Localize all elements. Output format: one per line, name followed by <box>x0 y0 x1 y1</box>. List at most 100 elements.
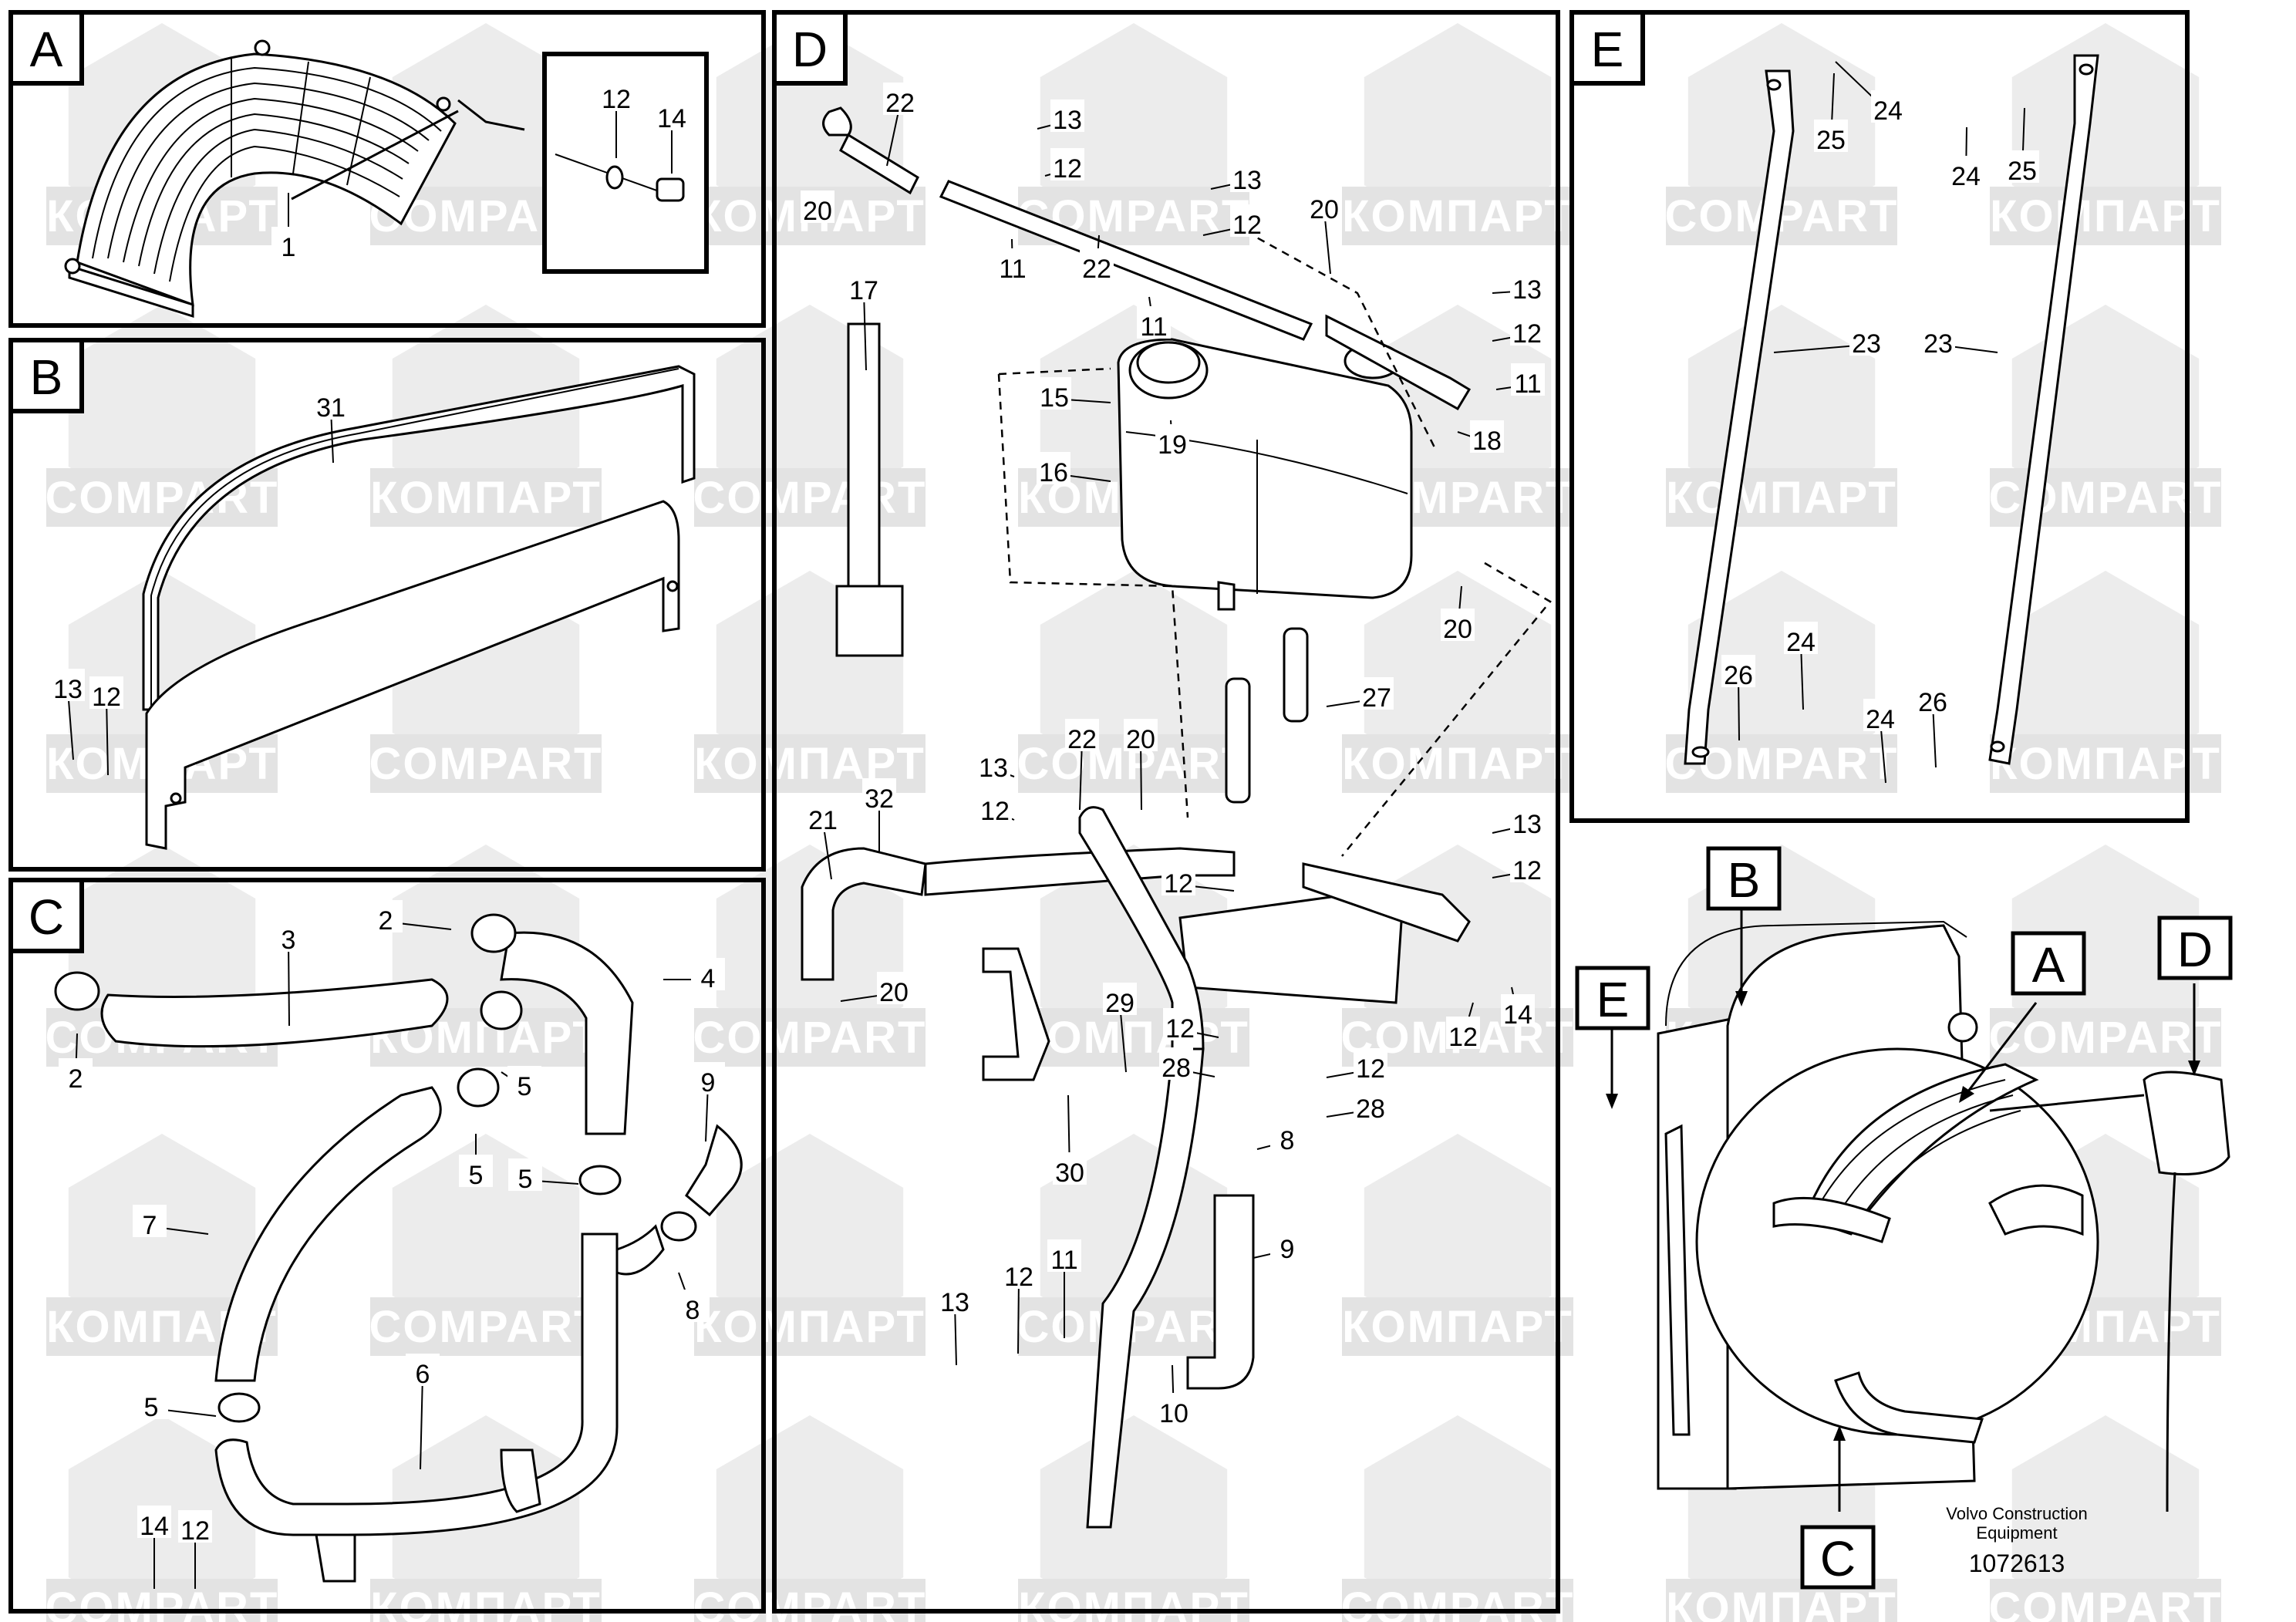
part-number-d: 13 <box>1512 275 1542 305</box>
overview-callout-d: D <box>2157 916 2233 980</box>
watermark-band <box>1990 1579 2221 1622</box>
part-number-bg <box>801 191 834 223</box>
watermark-hexagon <box>68 305 256 521</box>
part-number-c: 14 <box>140 1512 169 1541</box>
part-number-bg <box>508 1158 542 1191</box>
part-number-d: 12 <box>1164 869 1193 899</box>
watermark-band <box>1990 734 2221 793</box>
part-number-d: 22 <box>885 89 915 118</box>
part-number-bg <box>1510 804 1544 836</box>
part-number-bg <box>1921 323 1955 356</box>
part-number-bg <box>1721 655 1755 687</box>
watermark-text: COMPART <box>1341 1583 1575 1622</box>
section-label-b: B <box>8 338 84 413</box>
part-number-bg <box>133 1205 167 1237</box>
watermark-hexagon <box>1040 1415 1228 1622</box>
part-number-b: 31 <box>316 393 346 423</box>
watermark-text: КОМПАРТ <box>1666 1583 1897 1622</box>
watermark-text: КОМПАРТ <box>1990 191 2221 241</box>
part-number-bg <box>1511 363 1545 396</box>
svg-text:B: B <box>30 349 63 405</box>
part-number-bg <box>314 387 348 420</box>
watermark-band <box>1990 1008 2221 1067</box>
watermark-text: COMPART <box>693 473 927 523</box>
leader-line <box>67 690 74 760</box>
part-number-c: 8 <box>686 1296 700 1325</box>
part-number-d: 15 <box>1040 383 1069 413</box>
part-number-bg <box>1124 719 1158 751</box>
part-number-c: 3 <box>282 926 296 955</box>
part-number-bg <box>1784 622 1818 654</box>
part-number-d: 11 <box>999 255 1026 284</box>
watermark-band <box>694 1008 925 1067</box>
part-number-bg <box>178 1510 212 1543</box>
leader-dashed <box>998 367 1111 376</box>
part-number-bg <box>1949 156 1983 188</box>
watermark-text: COMPART <box>1989 1583 2223 1622</box>
part-number-bg <box>976 747 1010 780</box>
part-number-d: 10 <box>1159 1399 1188 1428</box>
part-number-e: 26 <box>1724 661 1753 690</box>
part-number-bg <box>1441 609 1475 641</box>
panel-d-frame <box>772 10 1560 1614</box>
svg-text:C: C <box>1820 1531 1856 1587</box>
part-number-c: 2 <box>69 1064 83 1094</box>
part-number-bg <box>1470 420 1504 453</box>
part-number-bg <box>1161 863 1195 895</box>
part-number-d: 19 <box>1158 430 1187 460</box>
watermark-band <box>694 1579 925 1622</box>
part-number-bg <box>1157 1393 1191 1425</box>
part-number-bg <box>691 1062 725 1094</box>
part-number-d: 12 <box>1232 211 1262 240</box>
watermark-text: COMPART <box>46 1583 279 1622</box>
part-number-c: 5 <box>144 1393 159 1422</box>
callout-a-pointer <box>1964 1002 2038 1096</box>
section-label-c: C <box>8 878 84 953</box>
watermark-text: КОМПАРТ <box>1342 191 1573 241</box>
part-number-d: 12 <box>1053 154 1082 184</box>
part-number-d: 27 <box>1362 683 1391 713</box>
part-number-bg <box>1446 1017 1480 1049</box>
part-number-bg <box>1047 1239 1081 1272</box>
hose-assembly-drawing <box>54 913 743 1583</box>
part-number-bg <box>599 79 633 111</box>
svg-text:D: D <box>792 22 828 77</box>
part-number-d: 20 <box>1443 615 1472 644</box>
part-number-bg <box>1814 120 1848 152</box>
part-number-c: 9 <box>701 1068 716 1098</box>
footer-sub: Equipment <box>1976 1523 2057 1543</box>
part-number-d: 12 <box>1512 319 1542 349</box>
part-number-bg <box>847 270 881 302</box>
part-number-d: 29 <box>1105 989 1135 1018</box>
overview-callout-e: E <box>1575 966 1650 1030</box>
leader-line <box>106 697 109 776</box>
leader-line <box>1017 1277 1020 1354</box>
doc-number: 1072613 <box>1969 1549 2065 1577</box>
watermark-band <box>1990 187 2221 245</box>
detail-pointer-line <box>291 110 459 201</box>
watermark-band <box>370 1579 602 1622</box>
watermark-hexagon <box>1364 1134 1552 1350</box>
part-number-d: 28 <box>1161 1054 1191 1083</box>
watermark-hexagon <box>2011 571 2200 787</box>
part-number-bg <box>1053 1152 1087 1185</box>
part-number-bg <box>1230 204 1264 237</box>
washer-and-bolt-detail <box>555 153 685 202</box>
part-number-bg <box>1863 699 1897 731</box>
part-number-bg <box>1037 452 1070 484</box>
part-number-d: 13 <box>1053 106 1082 135</box>
watermark-text: КОМПАРТ <box>1342 739 1573 789</box>
part-number-bg <box>883 83 917 115</box>
leader-dashed <box>997 373 1189 818</box>
leader-dashed <box>1341 561 1552 857</box>
watermark-band <box>370 734 602 793</box>
part-number-c: 5 <box>518 1165 533 1194</box>
svg-text:A: A <box>2032 937 2065 993</box>
part-number-bg <box>1354 1088 1387 1121</box>
watermark-text: КОМПАРТ <box>1342 1302 1573 1352</box>
watermark-band <box>1018 1579 1249 1622</box>
part-number-bg <box>1354 1048 1387 1081</box>
part-number-bg <box>59 1058 93 1091</box>
part-number-e: 25 <box>2008 157 2037 186</box>
part-number-bg <box>406 1354 440 1386</box>
